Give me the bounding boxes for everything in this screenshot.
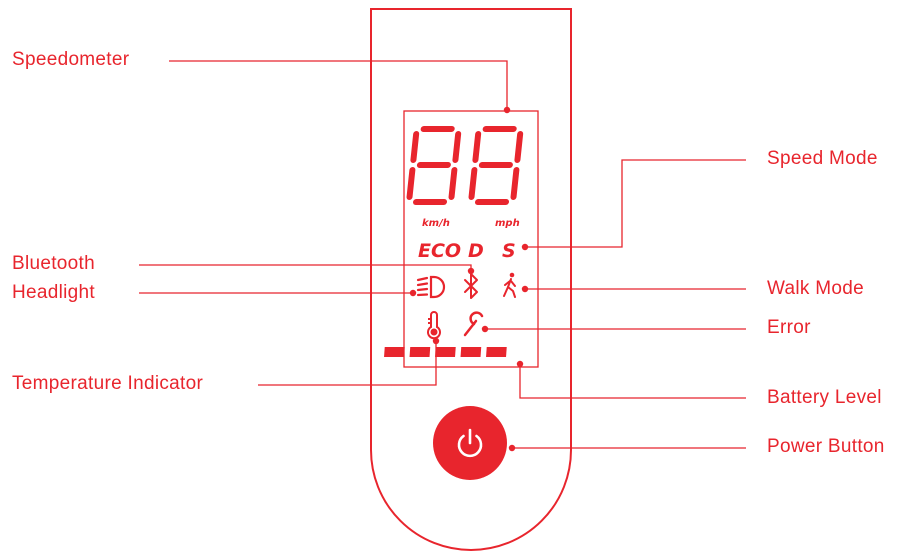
wrench-icon [463, 311, 484, 337]
mode-eco: ECO [418, 240, 461, 262]
mode-d: D [468, 240, 484, 262]
headlight-icon [416, 275, 446, 299]
label-temperature-indicator: Temperature Indicator [12, 373, 204, 394]
device-outline [370, 8, 572, 551]
battery-level-bar [384, 347, 507, 357]
label-headlight: Headlight [12, 282, 95, 303]
battery-segment [409, 347, 431, 357]
battery-segment [435, 347, 456, 357]
walk-icon [503, 272, 516, 298]
label-speed-mode: Speed Mode [767, 148, 878, 169]
label-speedometer: Speedometer [12, 49, 130, 70]
label-bluetooth: Bluetooth [12, 253, 95, 274]
label-walk-mode: Walk Mode [767, 278, 865, 299]
power-icon [457, 428, 483, 458]
battery-segment [460, 347, 482, 357]
unit-mph: mph [495, 218, 520, 229]
battery-segment [384, 347, 405, 357]
label-error: Error [767, 317, 811, 338]
thermometer-icon [427, 311, 441, 340]
bluetooth-icon [464, 273, 478, 299]
battery-segment [486, 347, 507, 357]
lcd-screen [403, 110, 539, 368]
unit-kmh: km/h [422, 218, 450, 229]
leader-dots [409, 106, 529, 452]
speed-digits [406, 126, 524, 205]
label-power-button: Power Button [767, 436, 885, 457]
mode-s: S [502, 240, 516, 262]
label-battery-level: Battery Level [767, 387, 882, 408]
